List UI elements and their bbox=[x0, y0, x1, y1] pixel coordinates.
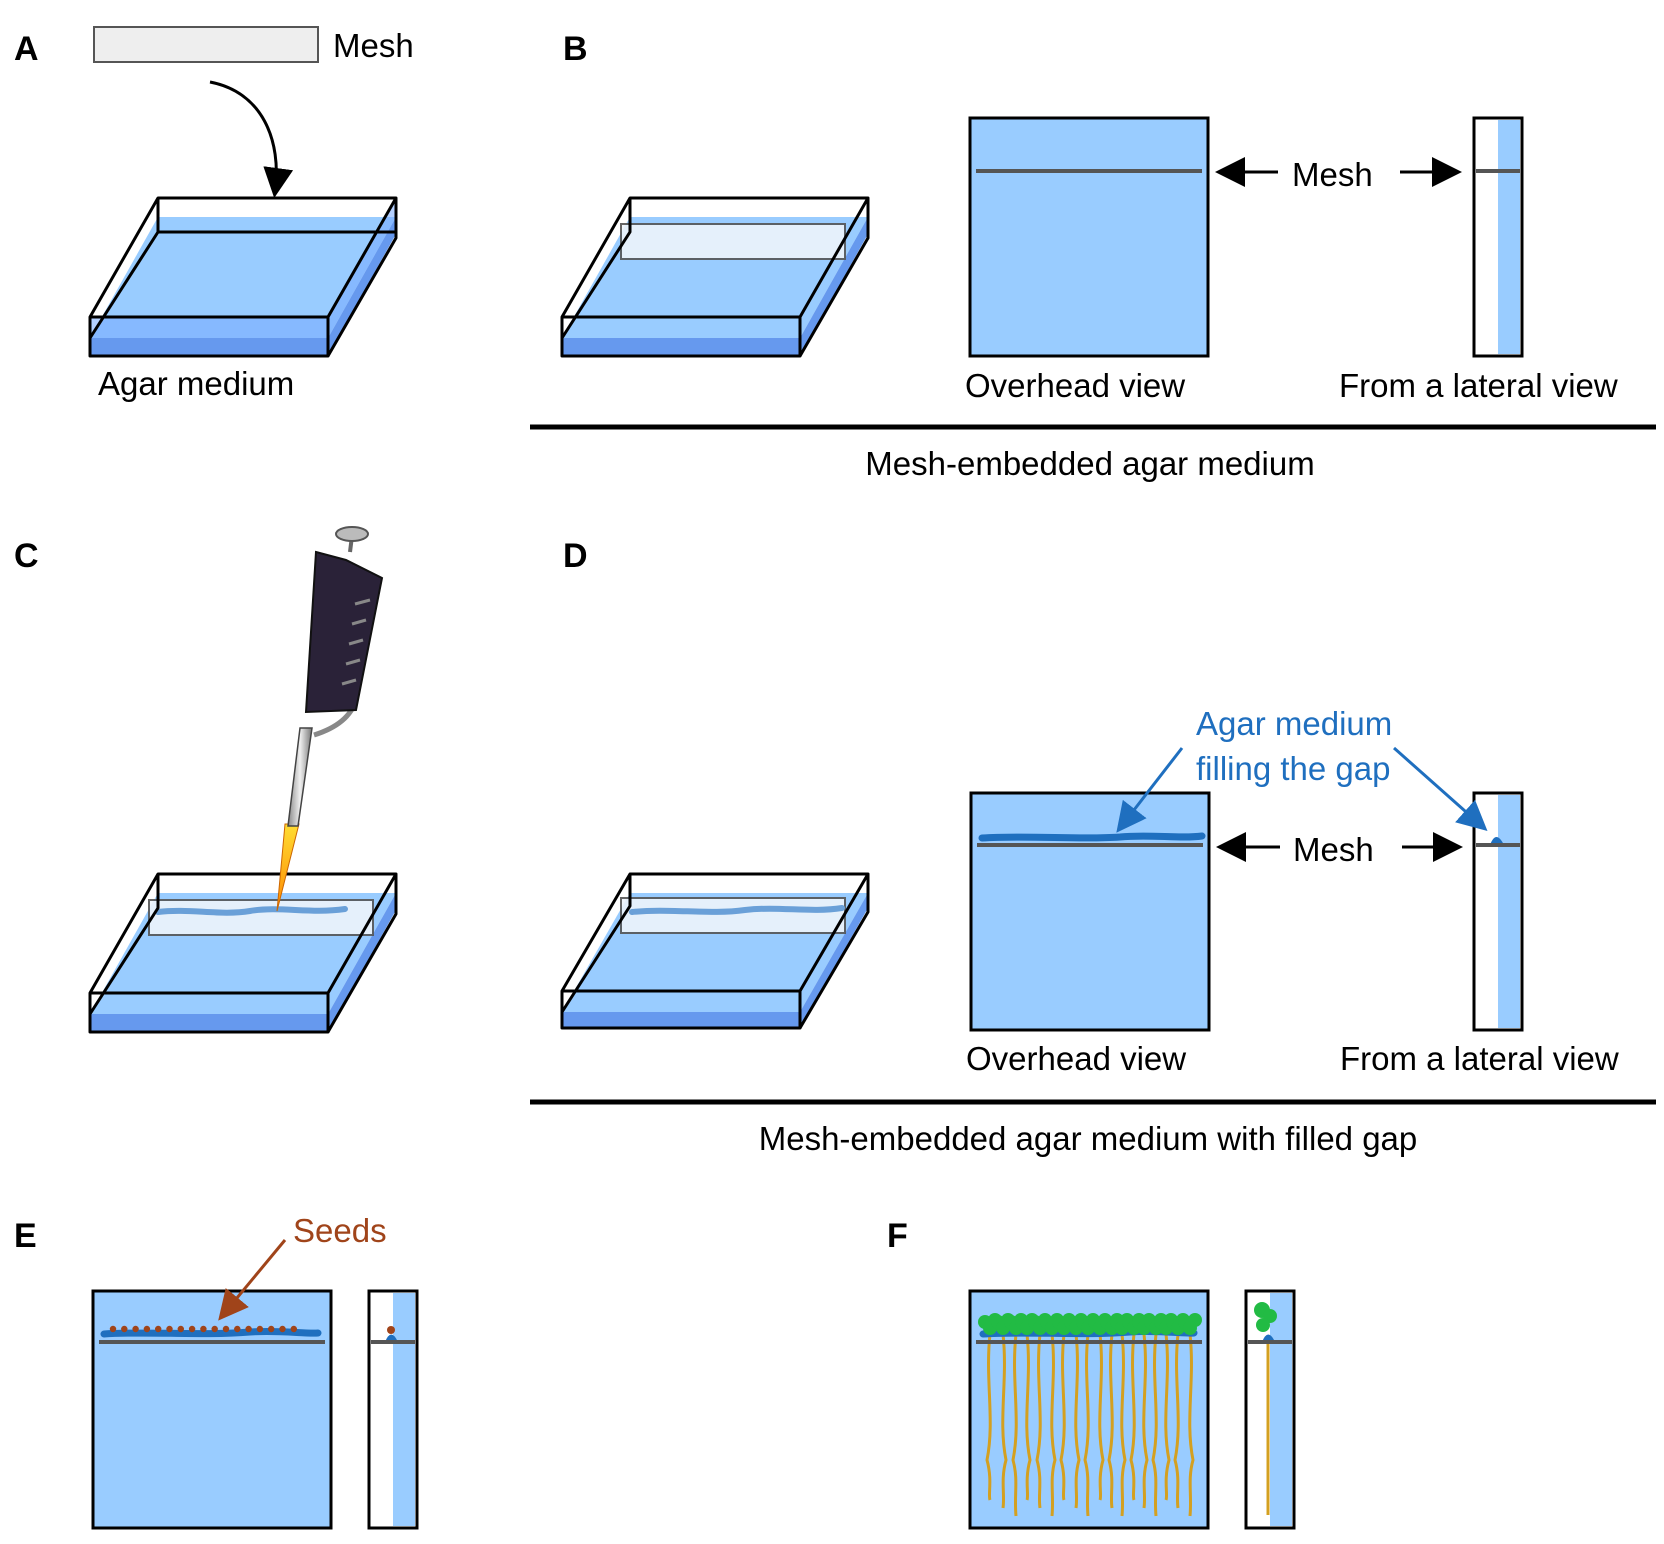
gap-label-line2: filling the gap bbox=[1196, 750, 1390, 787]
lateral-label-d: From a lateral view bbox=[1340, 1040, 1619, 1077]
pipette bbox=[276, 526, 384, 912]
panel-d: D Agar medium filling the gap Mesh O bbox=[530, 537, 1656, 1157]
root bbox=[1083, 1333, 1090, 1517]
gap-fill-line bbox=[155, 906, 348, 916]
root bbox=[1164, 1333, 1171, 1501]
seed-lateral bbox=[387, 1326, 395, 1334]
embedded-mesh bbox=[620, 223, 846, 260]
root bbox=[1151, 1333, 1158, 1517]
roots bbox=[985, 1333, 1195, 1517]
seed bbox=[279, 1325, 286, 1333]
panel-d-letter: D bbox=[563, 537, 588, 575]
panel-e-letter: E bbox=[14, 1217, 37, 1255]
panel-c: C bbox=[14, 526, 398, 1034]
root bbox=[1050, 1333, 1057, 1517]
caption-d: Mesh-embedded agar medium with filled ga… bbox=[759, 1120, 1418, 1157]
seed bbox=[200, 1325, 207, 1333]
root bbox=[1074, 1333, 1081, 1509]
seed bbox=[109, 1325, 117, 1333]
seed bbox=[234, 1325, 241, 1333]
seed bbox=[211, 1325, 218, 1333]
seed bbox=[222, 1325, 230, 1333]
root bbox=[1142, 1333, 1149, 1509]
seed bbox=[143, 1325, 151, 1333]
agar-medium-label: Agar medium bbox=[98, 365, 294, 402]
panel-a-letter: A bbox=[14, 30, 39, 68]
root bbox=[1120, 1333, 1127, 1517]
gap-arrow-overhead bbox=[1116, 747, 1184, 833]
root bbox=[1001, 1333, 1008, 1509]
filled-dish bbox=[560, 872, 870, 1030]
panel-a: A Mesh Agar medium bbox=[14, 26, 414, 402]
agar-dish bbox=[88, 196, 398, 358]
overhead-label-d: Overhead view bbox=[966, 1040, 1186, 1077]
gap-label-line1: Agar medium bbox=[1196, 705, 1392, 742]
root bbox=[1173, 1333, 1180, 1509]
seed bbox=[245, 1325, 252, 1333]
root bbox=[1011, 1333, 1018, 1517]
seed bbox=[290, 1325, 297, 1333]
caption-b: Mesh-embedded agar medium bbox=[865, 445, 1314, 482]
root bbox=[1025, 1333, 1032, 1501]
seed bbox=[177, 1325, 184, 1333]
plunger-button bbox=[335, 526, 369, 542]
panel-b: B Mesh Overhead view From a lateral view… bbox=[530, 30, 1656, 482]
seed bbox=[155, 1325, 162, 1333]
seeds-label: Seeds bbox=[293, 1212, 387, 1249]
root bbox=[1188, 1333, 1195, 1517]
mesh-dish bbox=[560, 196, 870, 358]
seed-row bbox=[109, 1325, 297, 1333]
root bbox=[985, 1333, 992, 1501]
root bbox=[1098, 1333, 1105, 1501]
root bbox=[1129, 1333, 1136, 1501]
seed bbox=[256, 1325, 264, 1333]
lateral-label-b: From a lateral view bbox=[1339, 367, 1618, 404]
panel-f-letter: F bbox=[887, 1217, 908, 1255]
root bbox=[1059, 1333, 1066, 1501]
seed bbox=[121, 1325, 128, 1333]
mesh-label: Mesh bbox=[333, 27, 414, 64]
overhead-label-b: Overhead view bbox=[965, 367, 1185, 404]
root bbox=[1035, 1333, 1042, 1509]
root bbox=[1107, 1333, 1114, 1509]
seed bbox=[166, 1325, 173, 1333]
seed bbox=[132, 1325, 139, 1333]
pipette-body bbox=[304, 550, 384, 714]
panel-f: F bbox=[887, 1217, 1296, 1530]
panel-c-letter: C bbox=[14, 537, 39, 575]
leaves bbox=[978, 1313, 1202, 1335]
mesh-strip bbox=[93, 26, 319, 63]
seeds-arrow bbox=[218, 1239, 287, 1321]
seed bbox=[268, 1325, 275, 1333]
mesh-label-d: Mesh bbox=[1293, 831, 1374, 868]
pipette-shaft bbox=[287, 727, 313, 827]
seed bbox=[188, 1325, 196, 1333]
overhead-view bbox=[968, 116, 1210, 358]
pipette-dish bbox=[88, 872, 398, 1034]
gap-arrow-lateral bbox=[1393, 746, 1488, 831]
leaf bbox=[1183, 1321, 1197, 1335]
panel-e: E Seeds bbox=[14, 1212, 419, 1530]
overhead-gap-fill bbox=[978, 832, 1206, 842]
overhead-view-d bbox=[969, 791, 1211, 1032]
mesh-label-b: Mesh bbox=[1292, 156, 1373, 193]
insert-arrow bbox=[209, 80, 294, 198]
panel-b-letter: B bbox=[563, 30, 588, 68]
